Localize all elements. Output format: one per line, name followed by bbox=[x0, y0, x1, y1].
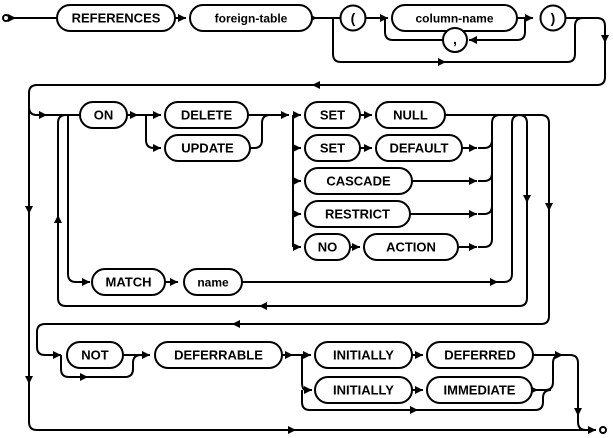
keyword-box-initially-immediate bbox=[314, 376, 413, 404]
end-terminal bbox=[599, 426, 607, 434]
keyword-label-no: NO bbox=[318, 240, 338, 255]
keyword-box-restrict bbox=[304, 200, 411, 228]
nonterminal-label-column-name: column-name bbox=[415, 12, 493, 26]
keyword-box-delete bbox=[164, 101, 249, 129]
rparen-circle bbox=[539, 4, 567, 32]
keyword-label-cascade: CASCADE bbox=[326, 174, 391, 189]
keyword-box-update bbox=[164, 134, 251, 162]
keyword-box-null bbox=[375, 101, 446, 129]
keyword-box-initially-deferred bbox=[314, 341, 413, 369]
comma-circle bbox=[442, 27, 468, 53]
keyword-box-immediate bbox=[426, 376, 533, 404]
nonterminal-label-foreign-table: foreign-table bbox=[215, 12, 288, 26]
keyword-label-deferrable: DEFERRABLE bbox=[174, 348, 263, 363]
keyword-label-action: ACTION bbox=[386, 240, 436, 255]
lparen-circle bbox=[339, 4, 367, 32]
keyword-label-not: NOT bbox=[81, 348, 109, 363]
keyword-box-not bbox=[66, 341, 124, 369]
keyword-label-initially2: INITIALLY bbox=[333, 383, 394, 398]
keyword-box-deferred bbox=[426, 341, 534, 369]
keyword-box-cascade bbox=[304, 167, 413, 195]
keyword-label-references: REFERENCES bbox=[72, 11, 161, 26]
keyword-label-set2: SET bbox=[320, 141, 345, 156]
start-terminal bbox=[2, 14, 10, 22]
keyword-box-set-null bbox=[304, 101, 361, 129]
keyword-label-initially1: INITIALLY bbox=[333, 348, 394, 363]
comma-label: , bbox=[453, 31, 457, 47]
keyword-box-set-default bbox=[304, 134, 361, 162]
keyword-label-restrict: RESTRICT bbox=[325, 207, 390, 222]
keyword-box-references bbox=[56, 4, 176, 32]
keyword-box-no bbox=[304, 233, 351, 261]
nonterminal-label-name: name bbox=[197, 276, 229, 290]
keyword-label-null: NULL bbox=[393, 108, 428, 123]
rparen-label: ) bbox=[551, 10, 556, 26]
keyword-label-default: DEFAULT bbox=[390, 141, 449, 156]
nonterminal-box-name bbox=[183, 268, 243, 296]
lparen-label: ( bbox=[351, 10, 356, 26]
keyword-label-immediate: IMMEDIATE bbox=[444, 383, 516, 398]
keyword-box-default bbox=[375, 134, 463, 162]
keyword-label-deferred: DEFERRED bbox=[444, 348, 516, 363]
keyword-box-action bbox=[363, 233, 459, 261]
keyword-box-on bbox=[79, 101, 128, 129]
keyword-label-on: ON bbox=[94, 108, 114, 123]
keyword-box-match bbox=[91, 268, 166, 296]
keyword-label-set1: SET bbox=[320, 108, 345, 123]
keyword-box-deferrable bbox=[154, 341, 283, 369]
nonterminal-box-foreign-table bbox=[189, 4, 313, 32]
keyword-label-match: MATCH bbox=[106, 275, 152, 290]
keyword-label-update: UPDATE bbox=[181, 141, 234, 156]
keyword-label-delete: DELETE bbox=[181, 108, 233, 123]
